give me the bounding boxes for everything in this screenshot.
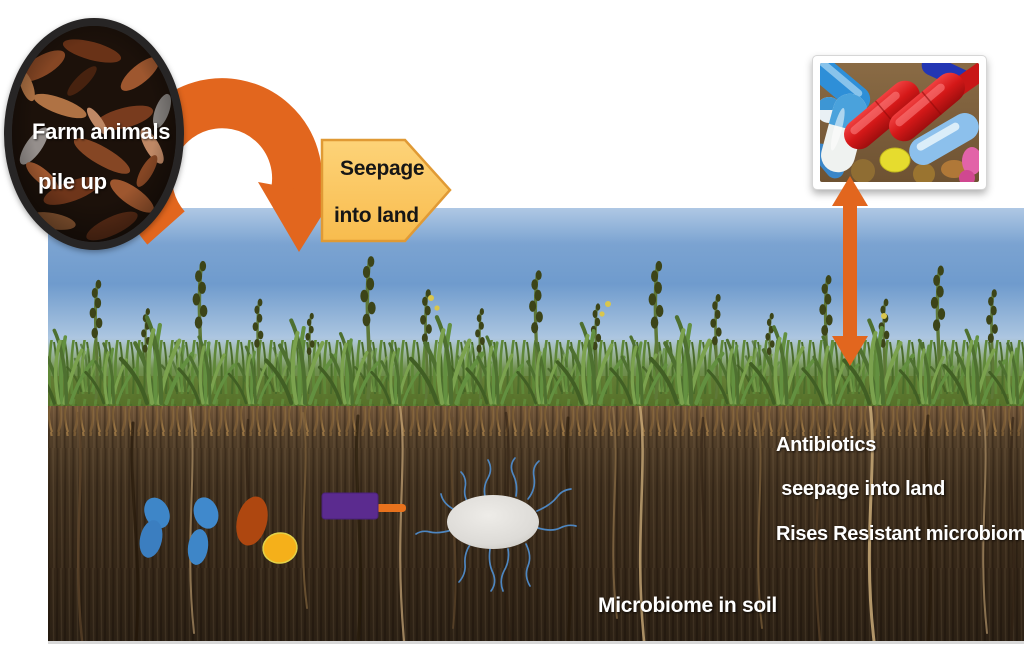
microbe-cocci-blue-1a bbox=[144, 497, 170, 529]
microbiome-label: Microbiome in soil bbox=[598, 594, 777, 617]
microbe-oval-gold bbox=[262, 532, 298, 564]
double-arrow-icon bbox=[832, 176, 868, 366]
soil-photo-art bbox=[30, 208, 1024, 643]
soil-microbes bbox=[139, 457, 577, 592]
farm-animals-label-line2: pile up bbox=[38, 169, 107, 194]
microbe-cocci-blue-2b bbox=[187, 529, 209, 565]
microbe-rod-purple bbox=[321, 492, 406, 520]
farm-animals-label-line1: Farm animals bbox=[32, 119, 171, 144]
soil-cross-section-photo bbox=[30, 208, 1024, 644]
manure-pile-art bbox=[12, 26, 176, 242]
manure-pile-photo bbox=[4, 18, 184, 250]
seepage-label-line2: into land bbox=[334, 204, 419, 227]
yellow-flowers bbox=[428, 295, 887, 319]
seepage-label-line1: Seepage bbox=[340, 157, 425, 180]
pills-art bbox=[820, 63, 979, 182]
seepage-arrow-shape bbox=[320, 138, 452, 243]
microbe-cocci-blue-2a bbox=[193, 497, 219, 529]
microbe-oval-rust bbox=[236, 496, 268, 546]
antibiotics-label-line1: Antibiotics bbox=[776, 434, 877, 456]
soil-roots bbox=[76, 402, 1016, 643]
antibiotics-label-line3: Rises Resistant microbiome bbox=[776, 523, 1024, 545]
antibiotics-label-line2: seepage into land bbox=[776, 478, 946, 500]
antibiotics-pills-photo bbox=[812, 55, 987, 190]
grass-layer bbox=[30, 254, 1024, 406]
microbe-ciliate-gray bbox=[415, 457, 577, 592]
microbe-cocci-blue-1b bbox=[139, 520, 163, 558]
